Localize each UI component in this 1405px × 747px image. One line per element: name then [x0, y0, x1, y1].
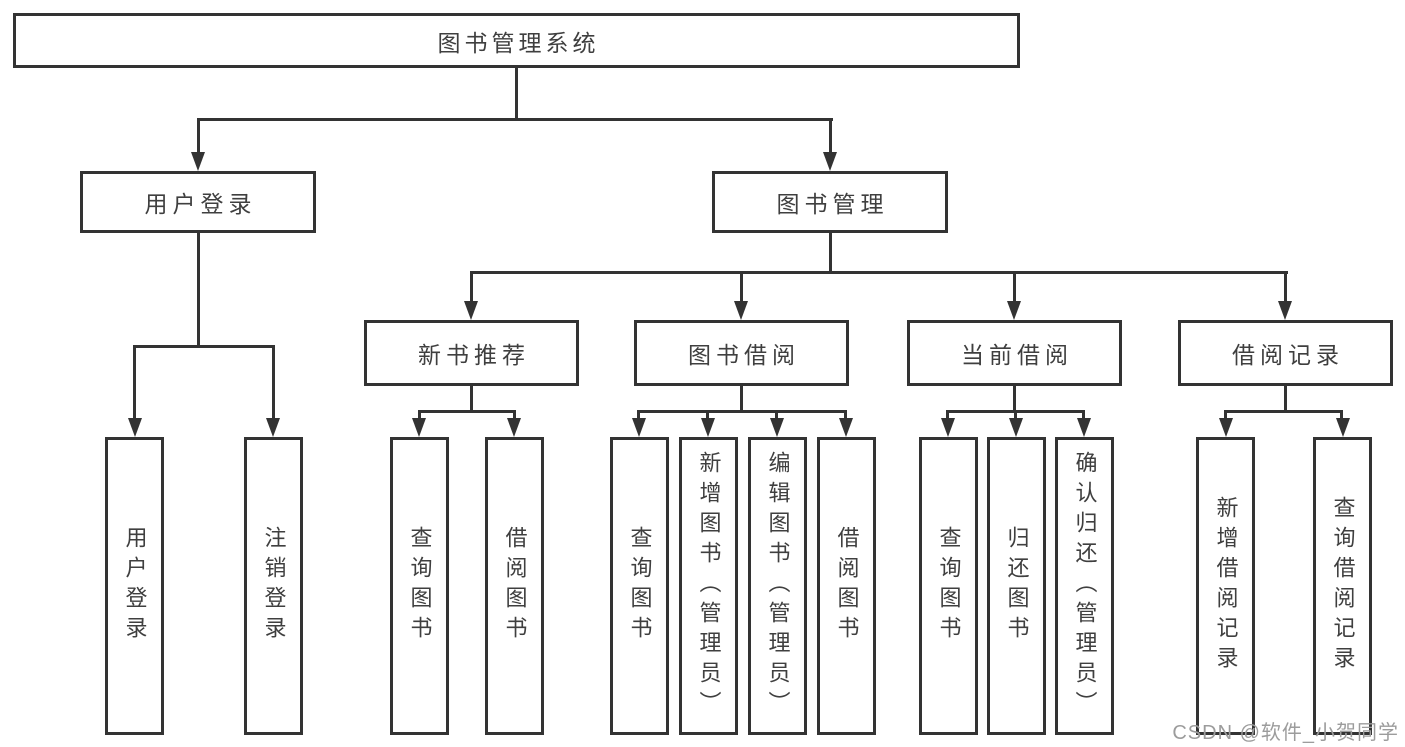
- connector-to-leaf: [1014, 413, 1017, 418]
- node-book-management: 图书管理: [712, 171, 948, 233]
- connector-book-borrow-crossbar: [637, 410, 847, 413]
- connector-to-book-borrow: [740, 274, 743, 301]
- connector-to-current-borrow: [1013, 274, 1016, 301]
- node-current-borrow: 当前借阅: [907, 320, 1122, 386]
- connector-to-leaf: [133, 348, 136, 418]
- leaf-records-add: 新增借阅记录: [1196, 437, 1255, 735]
- connector-book-mgmt-stem: [829, 233, 832, 274]
- leaf-current-query: 查询图书: [919, 437, 978, 735]
- arrowhead: [839, 418, 853, 437]
- arrowhead: [1009, 418, 1023, 437]
- connector-root-stem: [515, 68, 518, 121]
- connector-to-leaf: [513, 413, 516, 418]
- arrowhead: [1336, 418, 1350, 437]
- node-book-borrow: 图书借阅: [634, 320, 849, 386]
- leaf-current-return: 归还图书: [987, 437, 1046, 735]
- connector-to-leaf: [637, 413, 640, 418]
- leaf-logout: 注销登录: [244, 437, 303, 735]
- arrowhead: [1007, 301, 1021, 320]
- connector-user-login-crossbar: [133, 345, 275, 348]
- connector-to-leaf: [418, 413, 421, 418]
- arrowhead: [823, 152, 837, 171]
- arrowhead: [464, 301, 478, 320]
- arrowhead: [412, 418, 426, 437]
- leaf-user-login: 用户登录: [105, 437, 164, 735]
- connector-current-borrow-stem: [1013, 386, 1016, 412]
- connector-to-leaf: [1340, 413, 1343, 418]
- arrowhead: [1077, 418, 1091, 437]
- leaf-borrow-add-admin: 新增图书（管理员）: [679, 437, 738, 735]
- connector-to-book-mgmt: [829, 121, 832, 152]
- arrowhead: [632, 418, 646, 437]
- csdn-watermark: CSDN @软件_小贺同学: [1172, 722, 1399, 744]
- leaf-records-query: 查询借阅记录: [1313, 437, 1372, 735]
- connector-to-leaf: [706, 413, 709, 418]
- node-library-system: 图书管理系统: [13, 13, 1020, 68]
- node-borrow-records: 借阅记录: [1178, 320, 1393, 386]
- connector-to-leaf: [844, 413, 847, 418]
- leaf-newbooks-borrow: 借阅图书: [485, 437, 544, 735]
- arrowhead: [191, 152, 205, 171]
- connector-to-new-books: [470, 274, 473, 301]
- leaf-borrow-borrow: 借阅图书: [817, 437, 876, 735]
- arrowhead: [128, 418, 142, 437]
- arrowhead: [507, 418, 521, 437]
- connector-new-books-stem: [470, 386, 473, 412]
- connector-to-leaf: [272, 348, 275, 418]
- connector-user-login-stem: [197, 233, 200, 345]
- arrowhead: [1219, 418, 1233, 437]
- connector-to-leaf: [1224, 413, 1227, 418]
- connector-to-user-login: [197, 121, 200, 152]
- connector-to-borrow-records: [1284, 274, 1287, 301]
- connector-level3-crossbar: [470, 271, 1288, 274]
- connector-book-borrow-stem: [740, 386, 743, 412]
- leaf-current-confirm-admin: 确认归还（管理员）: [1055, 437, 1114, 735]
- arrowhead: [266, 418, 280, 437]
- leaf-borrow-edit-admin: 编辑图书（管理员）: [748, 437, 807, 735]
- arrowhead: [734, 301, 748, 320]
- connector-to-leaf: [775, 413, 778, 418]
- arrowhead: [701, 418, 715, 437]
- connector-borrow-records-stem: [1284, 386, 1287, 412]
- leaf-newbooks-query: 查询图书: [390, 437, 449, 735]
- connector-new-books-crossbar: [418, 410, 516, 413]
- connector-borrow-records-crossbar: [1224, 410, 1343, 413]
- connector-current-borrow-crossbar: [946, 410, 1085, 413]
- arrowhead: [770, 418, 784, 437]
- node-user-login: 用户登录: [80, 171, 316, 233]
- connector-to-leaf: [1082, 413, 1085, 418]
- leaf-borrow-query: 查询图书: [610, 437, 669, 735]
- node-new-book-recommend: 新书推荐: [364, 320, 579, 386]
- arrowhead: [941, 418, 955, 437]
- connector-to-leaf: [946, 413, 949, 418]
- connector-level2-crossbar: [197, 118, 833, 121]
- arrowhead: [1278, 301, 1292, 320]
